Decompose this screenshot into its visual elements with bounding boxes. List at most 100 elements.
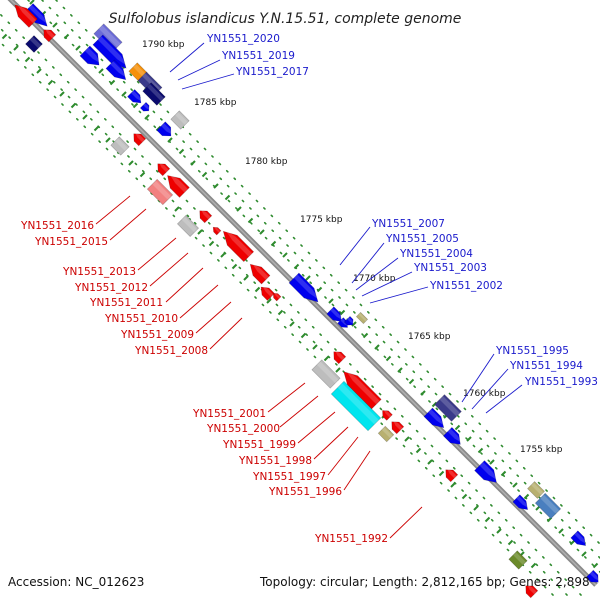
gene-label-2011[interactable]: YN1551_2011: [89, 297, 163, 309]
scale-tick: [29, 0, 35, 5]
gene-arrow-2009[interactable]: [258, 284, 275, 301]
gene-label-2010[interactable]: YN1551_2010: [104, 313, 178, 325]
gene-box-gray[interactable]: [110, 136, 130, 156]
gene-label-2012[interactable]: YN1551_2012: [74, 282, 148, 294]
gene-arrow-1993[interactable]: [442, 426, 464, 448]
gene-arrow-2003[interactable]: [343, 315, 355, 327]
gene-arrow-reverse[interactable]: [40, 26, 57, 43]
dotted-guide: [0, 12, 587, 600]
tick-label-1760: 1760 kbp: [463, 389, 506, 399]
scale-tick: [197, 229, 203, 235]
scale-tick: [397, 367, 403, 373]
gene-label-2009[interactable]: YN1551_2009: [120, 329, 194, 341]
gene-arrow-forward[interactable]: [105, 59, 130, 84]
gene-arrow-1998[interactable]: [380, 408, 393, 421]
scale-tick: [477, 447, 484, 454]
gene-arrow-1994[interactable]: [423, 407, 448, 432]
gene-arrow-forward[interactable]: [79, 45, 104, 70]
scale-tick: [351, 321, 357, 327]
gene-arrow-reverse[interactable]: [130, 130, 147, 147]
scale-tick: [323, 355, 330, 362]
scale-tick: [374, 344, 380, 350]
scale-tick: [454, 424, 461, 431]
gene-arrow-1997[interactable]: [388, 418, 405, 435]
scale-tick: [82, 114, 88, 120]
gene-label-2004[interactable]: YN1551_2004: [399, 248, 473, 260]
gene-box-1999[interactable]: [330, 380, 382, 432]
gene-arrow-2004[interactable]: [337, 317, 351, 331]
gene-arrow-2011[interactable]: [218, 226, 255, 263]
scale-labels: 1790 kbp 1785 kbp 1780 kbp 1775 kbp 1770…: [142, 40, 563, 455]
gene-label-2002[interactable]: YN1551_2002: [429, 280, 503, 292]
gene-box-2017[interactable]: [142, 82, 166, 106]
gene-arrow-forward[interactable]: [474, 460, 502, 488]
gene-label-2020[interactable]: YN1551_2020: [206, 33, 280, 45]
gene-arrow-2005[interactable]: [326, 306, 345, 325]
gene-box-dark[interactable]: [25, 35, 43, 53]
gene-arrow-reverse[interactable]: [522, 582, 539, 599]
gene-arrow-forward[interactable]: [585, 569, 600, 586]
gene-arrow-small[interactable]: [139, 101, 151, 113]
gene-label-2001[interactable]: YN1551_2001: [192, 408, 266, 420]
gene-arrow-reverse[interactable]: [330, 348, 347, 365]
gene-label-1999[interactable]: YN1551_1999: [222, 439, 296, 451]
gene-label-2003[interactable]: YN1551_2003: [413, 262, 487, 274]
gene-label-1994[interactable]: YN1551_1994: [509, 360, 583, 372]
gene-label-1993[interactable]: YN1551_1993: [524, 376, 598, 388]
gene-arrow-forward[interactable]: [156, 121, 175, 140]
gene-box-1996[interactable]: [377, 425, 395, 443]
scale-tick: [507, 539, 514, 546]
scale-tick: [1, 33, 8, 40]
gene-label-2019[interactable]: YN1551_2019: [221, 50, 295, 62]
gene-label-2007[interactable]: YN1551_2007: [371, 218, 445, 230]
gene-label-2015[interactable]: YN1551_2015: [34, 236, 108, 248]
scale-tick: [466, 436, 472, 442]
gene-label-2000[interactable]: YN1551_2000: [206, 423, 280, 435]
scale-tick: [316, 286, 323, 293]
scale-tick: [496, 528, 502, 534]
gene-label-1995[interactable]: YN1551_1995: [495, 345, 569, 357]
gene-arrow-2008[interactable]: [271, 291, 282, 302]
gene-box-1995[interactable]: [434, 394, 462, 422]
gene-box-gray[interactable]: [170, 110, 190, 130]
gene-arrow-2000[interactable]: [339, 367, 382, 410]
gene-label-1992[interactable]: YN1551_1992: [314, 533, 388, 545]
gene-label-2008[interactable]: YN1551_2008: [134, 345, 208, 357]
gene-box-olive[interactable]: [508, 550, 528, 570]
gene-arrow-reverse[interactable]: [154, 160, 171, 177]
scale-tick: [254, 286, 261, 293]
gene-label-1996[interactable]: YN1551_1996: [268, 486, 342, 498]
scale-tick: [420, 390, 426, 396]
gene-arrow-forward[interactable]: [512, 494, 531, 513]
gene-label-2017[interactable]: YN1551_2017: [235, 66, 309, 78]
gene-label-2013[interactable]: YN1551_2013: [62, 266, 136, 278]
gene-box-steel[interactable]: [534, 492, 562, 520]
gene-label-1997[interactable]: YN1551_1997: [252, 471, 326, 483]
scale-tick: [36, 68, 42, 74]
gene-arrow-reverse[interactable]: [196, 207, 213, 224]
gene-arrow-2010[interactable]: [246, 260, 271, 285]
tick-label-1785: 1785 kbp: [194, 98, 237, 108]
gene-label-2016[interactable]: YN1551_2016: [20, 220, 94, 232]
gene-box-2002[interactable]: [355, 311, 369, 325]
gene-arrow-1992[interactable]: [442, 466, 459, 483]
gene-arrow-reverse[interactable]: [11, 1, 38, 28]
gene-box-2015[interactable]: [146, 178, 174, 206]
scale-tick: [139, 171, 146, 178]
tick-label-1770: 1770 kbp: [353, 274, 396, 284]
gene-arrow-2007[interactable]: [288, 272, 323, 307]
scale-tick: [178, 148, 185, 155]
gene-arrow-forward[interactable]: [570, 530, 589, 549]
accession-text: Accession: NC_012623: [8, 575, 144, 589]
gene-box-2001[interactable]: [311, 359, 341, 389]
gene-label-2005[interactable]: YN1551_2005: [385, 233, 459, 245]
gene-arrow-2016[interactable]: [163, 171, 190, 198]
gene-arrow-forward[interactable]: [127, 89, 145, 107]
scale-tick: [47, 79, 54, 86]
gene-box-2013[interactable]: [176, 214, 200, 238]
gene-label-1998[interactable]: YN1551_1998: [238, 455, 312, 467]
scale-tick: [289, 321, 295, 327]
gene-arrow-2012[interactable]: [211, 225, 222, 236]
gene-box-khaki[interactable]: [527, 481, 545, 499]
